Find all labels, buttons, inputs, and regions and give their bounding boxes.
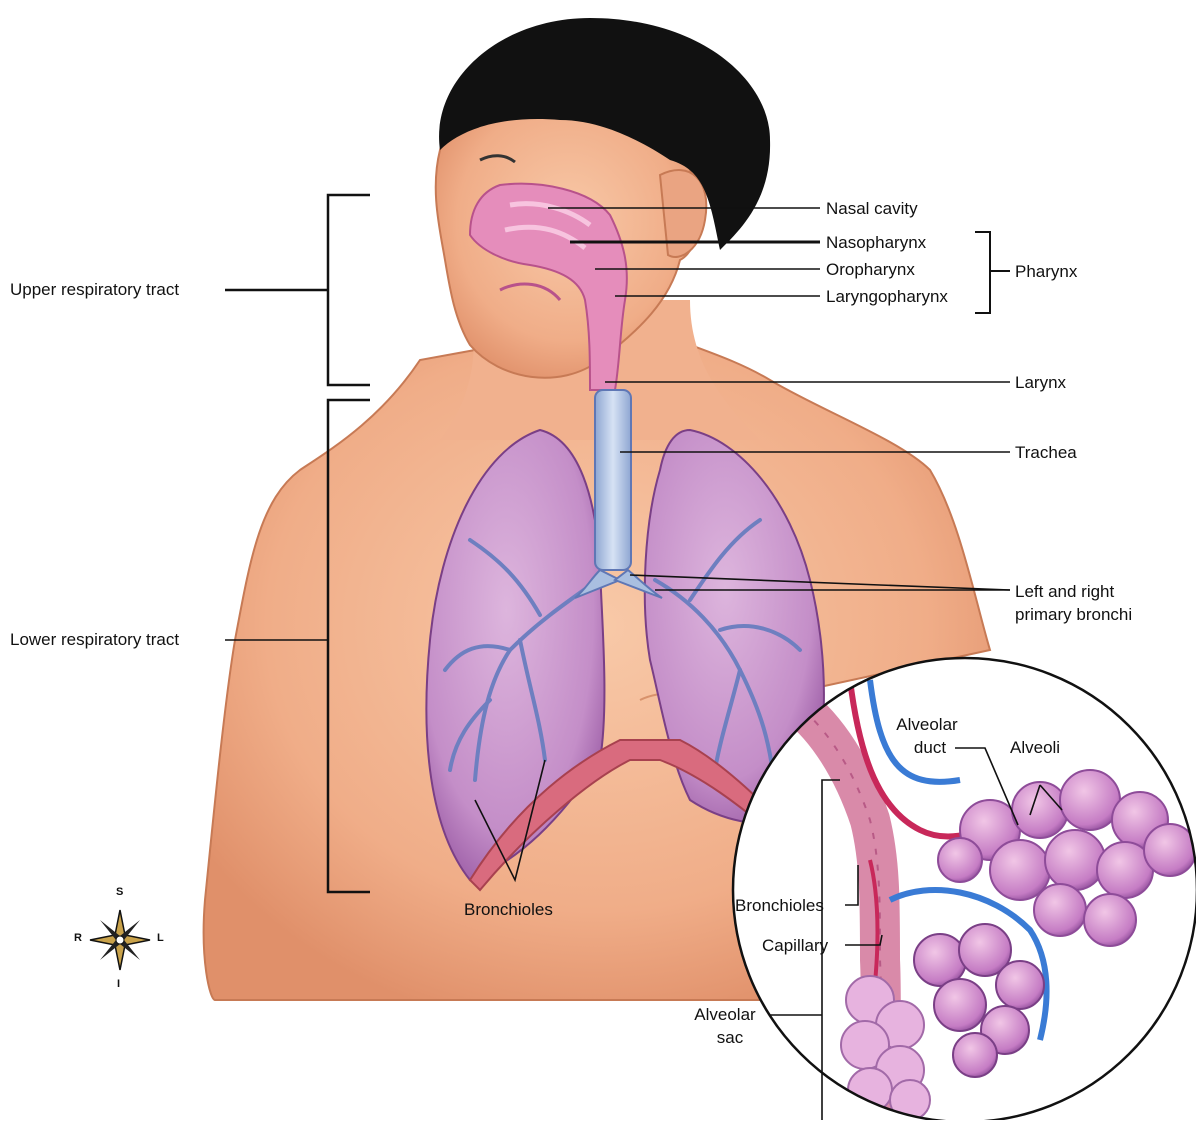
compass-rose [90, 910, 150, 970]
label-primary-bronchi-line2: primary bronchi [1015, 605, 1132, 625]
label-laryngopharynx: Laryngopharynx [826, 287, 948, 307]
compass-superior: S [116, 886, 123, 898]
label-alveolar-sac-line2: sac [700, 1028, 760, 1048]
bracket-upper [225, 195, 370, 385]
label-alveoli: Alveoli [1010, 738, 1060, 758]
label-oropharynx: Oropharynx [826, 260, 915, 280]
label-larynx: Larynx [1015, 373, 1066, 393]
label-primary-bronchi-line1: Left and right [1015, 582, 1114, 602]
label-capillary: Capillary [762, 936, 828, 956]
label-bronchioles-main: Bronchioles [464, 900, 553, 920]
compass-right: R [74, 932, 82, 944]
compass-inferior: I [117, 978, 120, 990]
label-upper-respiratory-tract: Upper respiratory tract [10, 280, 179, 300]
label-alveolar-duct-line2: duct [900, 738, 960, 758]
compass-left: L [157, 932, 164, 944]
label-bronchioles-inset: Bronchioles [735, 896, 824, 916]
bracket-pharynx [975, 232, 1010, 313]
label-nasopharynx: Nasopharynx [826, 233, 926, 253]
label-nasal-cavity: Nasal cavity [826, 199, 918, 219]
label-pharynx: Pharynx [1015, 262, 1077, 282]
label-alveolar-duct-line1: Alveolar [887, 715, 967, 735]
label-lower-respiratory-tract: Lower respiratory tract [10, 630, 179, 650]
label-trachea: Trachea [1015, 443, 1077, 463]
label-alveolar-sac-line1: Alveolar [680, 1005, 770, 1025]
